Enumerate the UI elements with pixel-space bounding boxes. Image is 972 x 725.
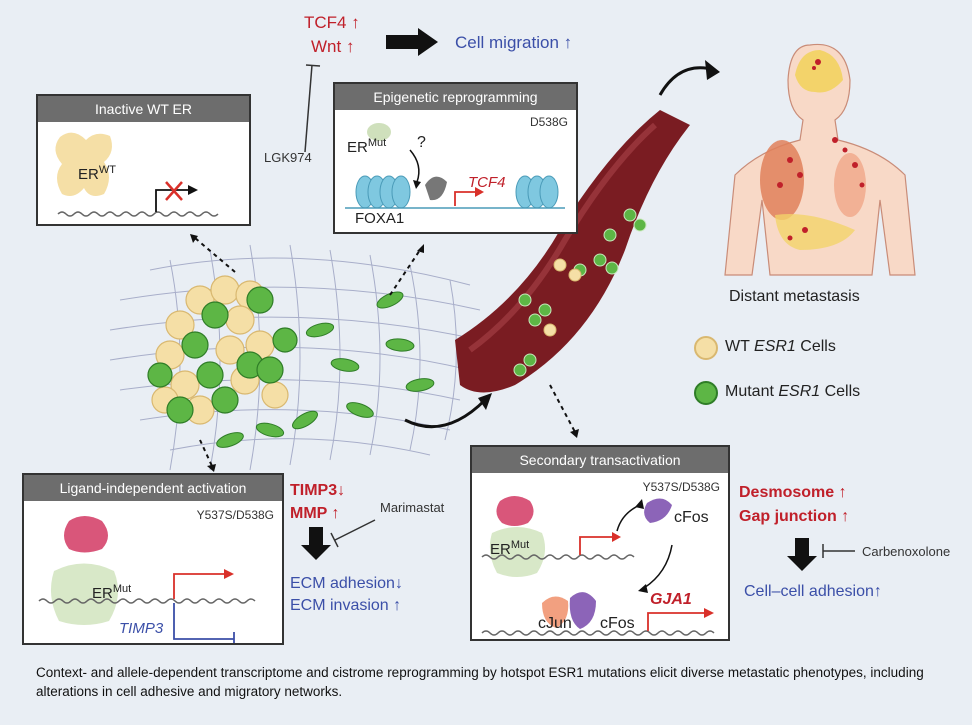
epigenetic-reprogramming-panel: Epigenetic reprogramming D538G ERMut ? F… xyxy=(333,82,578,234)
legend-mut-prefix: Mutant xyxy=(725,383,779,400)
er-text: ER xyxy=(78,166,99,183)
er-text: ER xyxy=(490,541,511,558)
tcf4-label: TCF4 ↑ xyxy=(304,13,360,32)
inhibitor-carbenoxolone xyxy=(822,544,855,558)
er-superscript: Mut xyxy=(112,583,132,595)
legend-mut-suffix: Cells xyxy=(820,383,861,400)
panel-title: Epigenetic reprogramming xyxy=(335,84,576,110)
cfos-bottom-label: cFos xyxy=(600,615,635,632)
legend-wt-prefix: WT xyxy=(725,338,755,355)
legend-mut-gene: ESR1 xyxy=(778,383,821,400)
cell-cell-adhesion-label: Cell–cell adhesion↑ xyxy=(744,583,882,600)
figure-caption: Context- and allele-dependent transcript… xyxy=(36,665,924,699)
er-superscript: WT xyxy=(98,164,116,176)
gap-junction-label: Gap junction ↑ xyxy=(739,508,850,525)
marimastat-label: Marimastat xyxy=(380,500,445,515)
ligand-illustration xyxy=(38,516,256,643)
ecm-down-arrow xyxy=(301,527,331,560)
mmp-label: MMP ↑ xyxy=(290,505,340,522)
legend-wt-suffix: Cells xyxy=(795,338,836,355)
lgk974-label: LGK974 xyxy=(264,150,312,165)
blood-vessel xyxy=(455,110,690,393)
secondary-illustration xyxy=(481,496,715,636)
ecm-adhesion-label: ECM adhesion↓ xyxy=(290,575,403,592)
timp3-gene-label: TIMP3 xyxy=(119,620,164,637)
mutation-label: Y537S/D538G xyxy=(642,480,720,494)
panel-title: Secondary transactivation xyxy=(472,447,728,473)
panel-title: Inactive WT ER xyxy=(38,96,249,122)
er-mut-label: ERMut xyxy=(92,583,131,602)
foxa1-label: FOXA1 xyxy=(355,210,405,227)
legend-wt-label: WT ESR1 Cells xyxy=(725,338,836,356)
diagram-artwork xyxy=(109,28,916,571)
migrating-cells xyxy=(216,291,435,448)
diagram-stage: TCF4 ↑ Wnt ↑ Cell migration ↑ LGK974 Ina… xyxy=(22,13,951,645)
secondary-transactivation-panel: Secondary transactivation Y537S/D538G ER… xyxy=(470,445,730,641)
ecm-invasion-label: ECM invasion ↑ xyxy=(290,597,402,614)
carbenoxolone-label: Carbenoxolone xyxy=(862,544,951,559)
adhesion-down-arrow xyxy=(787,538,817,571)
body-silhouette xyxy=(724,43,916,276)
mutation-label: Y537S/D538G xyxy=(196,508,274,522)
er-mut-label: ERMut xyxy=(490,539,529,558)
inhibitor-marimastat xyxy=(330,519,376,548)
cjun-label: cJun xyxy=(538,615,572,632)
gja1-gene-label: GJA1 xyxy=(650,591,692,608)
tcf4-gene-label: TCF4 xyxy=(468,174,506,191)
ligand-independent-panel: Ligand-independent activation Y537S/D538… xyxy=(22,473,284,645)
inhibitor-lgk974 xyxy=(304,64,321,153)
mutant-cells xyxy=(147,286,298,424)
er-wt-label: ERWT xyxy=(78,164,116,183)
migration-arrow xyxy=(386,28,438,56)
epigenetic-illustration xyxy=(345,123,565,209)
distant-metastasis-label: Distant metastasis xyxy=(729,288,860,305)
legend-wt-gene: ESR1 xyxy=(754,338,796,355)
vessel-cells-wt xyxy=(543,258,582,337)
cfos-top-label: cFos xyxy=(674,509,709,526)
desmosome-label: Desmosome ↑ xyxy=(739,484,847,501)
legend-mut-label: Mutant ESR1 Cells xyxy=(725,383,860,401)
vessel-cells-mutant xyxy=(513,208,647,377)
er-text: ER xyxy=(92,585,113,602)
inactive-wt-er-panel: Inactive WT ER ERWT xyxy=(36,94,251,226)
er-mut-label: ERMut xyxy=(347,137,386,156)
panel-title: Ligand-independent activation xyxy=(24,475,282,501)
er-superscript: Mut xyxy=(367,137,387,149)
cell-migration-label: Cell migration ↑ xyxy=(455,33,573,52)
er-superscript: Mut xyxy=(510,539,530,551)
timp3-label: TIMP3↓ xyxy=(290,482,346,499)
question-mark: ? xyxy=(417,134,426,151)
legend-wt-dot xyxy=(694,336,718,360)
inactive-er-illustration xyxy=(55,132,219,217)
wnt-label: Wnt ↑ xyxy=(311,37,355,56)
er-text: ER xyxy=(347,139,368,156)
tumor-cells xyxy=(147,275,435,448)
legend-mut-dot xyxy=(694,381,718,405)
dashed-arrows xyxy=(194,237,576,467)
mutation-label: D538G xyxy=(529,115,568,129)
